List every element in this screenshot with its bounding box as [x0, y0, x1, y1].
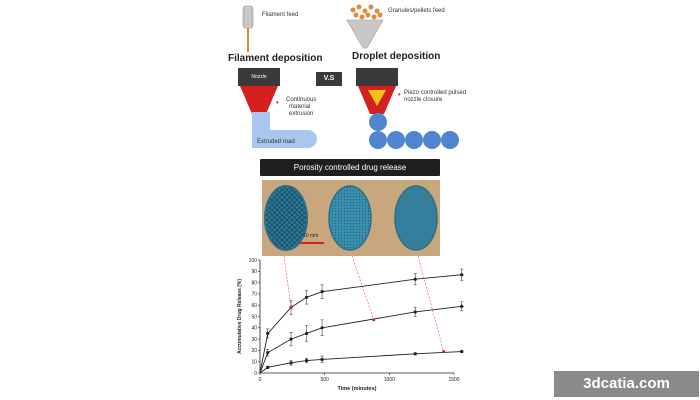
- data-point: [266, 331, 270, 336]
- filament-feed-label: Filament feed: [262, 12, 299, 18]
- continuous-label-2: material: [289, 104, 311, 110]
- link-line-3: [417, 256, 444, 352]
- granules-hopper-icon: [346, 4, 384, 49]
- data-point: [289, 337, 293, 341]
- y-tick-label: 90: [251, 269, 257, 275]
- y-tick-label: 20: [251, 348, 257, 354]
- y-tick-label: 80: [251, 280, 257, 286]
- y-tick-label: 60: [251, 303, 257, 309]
- link-marker-1: [289, 305, 293, 309]
- data-point: [266, 351, 270, 355]
- tablet-dense: [394, 185, 438, 251]
- droplet-nozzle: [356, 68, 398, 86]
- data-point: [413, 310, 417, 314]
- data-point: [460, 273, 464, 277]
- y-tick-label: 70: [251, 292, 257, 298]
- data-point: [413, 352, 417, 356]
- y-axis-label: Accumulative Drug Release (%): [237, 279, 243, 354]
- filament-deposition-title: Filament deposition: [228, 53, 323, 64]
- continuous-label-1: Continuous: [286, 97, 317, 103]
- granules-feed-label: Granules/pellets feed: [388, 8, 445, 14]
- data-point: [304, 331, 309, 336]
- x-tick-label: 500: [320, 377, 329, 383]
- data-point: [320, 357, 324, 362]
- droplet-deposition-title: Droplet deposition: [352, 51, 441, 62]
- link-marker-3: [442, 350, 446, 354]
- x-tick-label: 1000: [384, 377, 395, 383]
- tablets-photo: 10 mm: [262, 180, 440, 256]
- piezo-label-1: Piezo controlled pulsed: [404, 90, 467, 96]
- y-tick-label: 0: [254, 371, 257, 377]
- data-point: [320, 290, 324, 294]
- y-tick-label: 40: [251, 326, 257, 332]
- data-point: [266, 365, 270, 369]
- site-watermark: 3dcatia.com: [554, 371, 699, 397]
- data-point: [289, 361, 293, 365]
- droplets-shape: [369, 113, 459, 149]
- y-tick-label: 100: [249, 258, 258, 264]
- x-tick-label: 1500: [448, 377, 459, 383]
- data-point: [320, 326, 324, 330]
- droplet-nozzle-tip: [358, 86, 396, 114]
- data-point: [460, 304, 464, 308]
- scale-bar-label: 10 mm: [303, 233, 319, 239]
- y-tick-label: 50: [251, 314, 257, 320]
- x-axis-label: Time (minutes): [337, 386, 376, 392]
- link-line-2: [351, 256, 375, 320]
- piezo-label-2: nozzle closure: [404, 97, 443, 103]
- link-line-1: [283, 256, 292, 308]
- filament-spool-icon: [242, 5, 254, 52]
- y-tick-label: 10: [251, 360, 257, 366]
- series-line-1: [259, 274, 462, 374]
- tablet-medium: [328, 185, 372, 251]
- filament-nozzle: Nozzle: [238, 68, 280, 86]
- x-tick-label: 0: [259, 377, 262, 383]
- vs-badge: V.S: [316, 72, 342, 86]
- data-point: [304, 358, 309, 363]
- link-marker-2: [372, 318, 376, 322]
- red-marker-icon: •: [276, 98, 279, 107]
- red-marker-icon-2: •: [398, 90, 401, 99]
- tablet-porous: [264, 185, 308, 251]
- extruded-road-label: Extruded road: [257, 139, 295, 145]
- tablets-illustration: [264, 185, 438, 251]
- extruded-road-shape: [252, 112, 317, 148]
- data-point: [413, 277, 417, 281]
- continuous-label-3: extrusion: [289, 111, 314, 117]
- filament-nozzle-tip: [240, 86, 278, 114]
- y-tick-label: 30: [251, 337, 257, 343]
- data-point: [460, 349, 464, 354]
- data-point: [304, 295, 309, 299]
- porosity-banner: Porosity controlled drug release: [260, 159, 440, 176]
